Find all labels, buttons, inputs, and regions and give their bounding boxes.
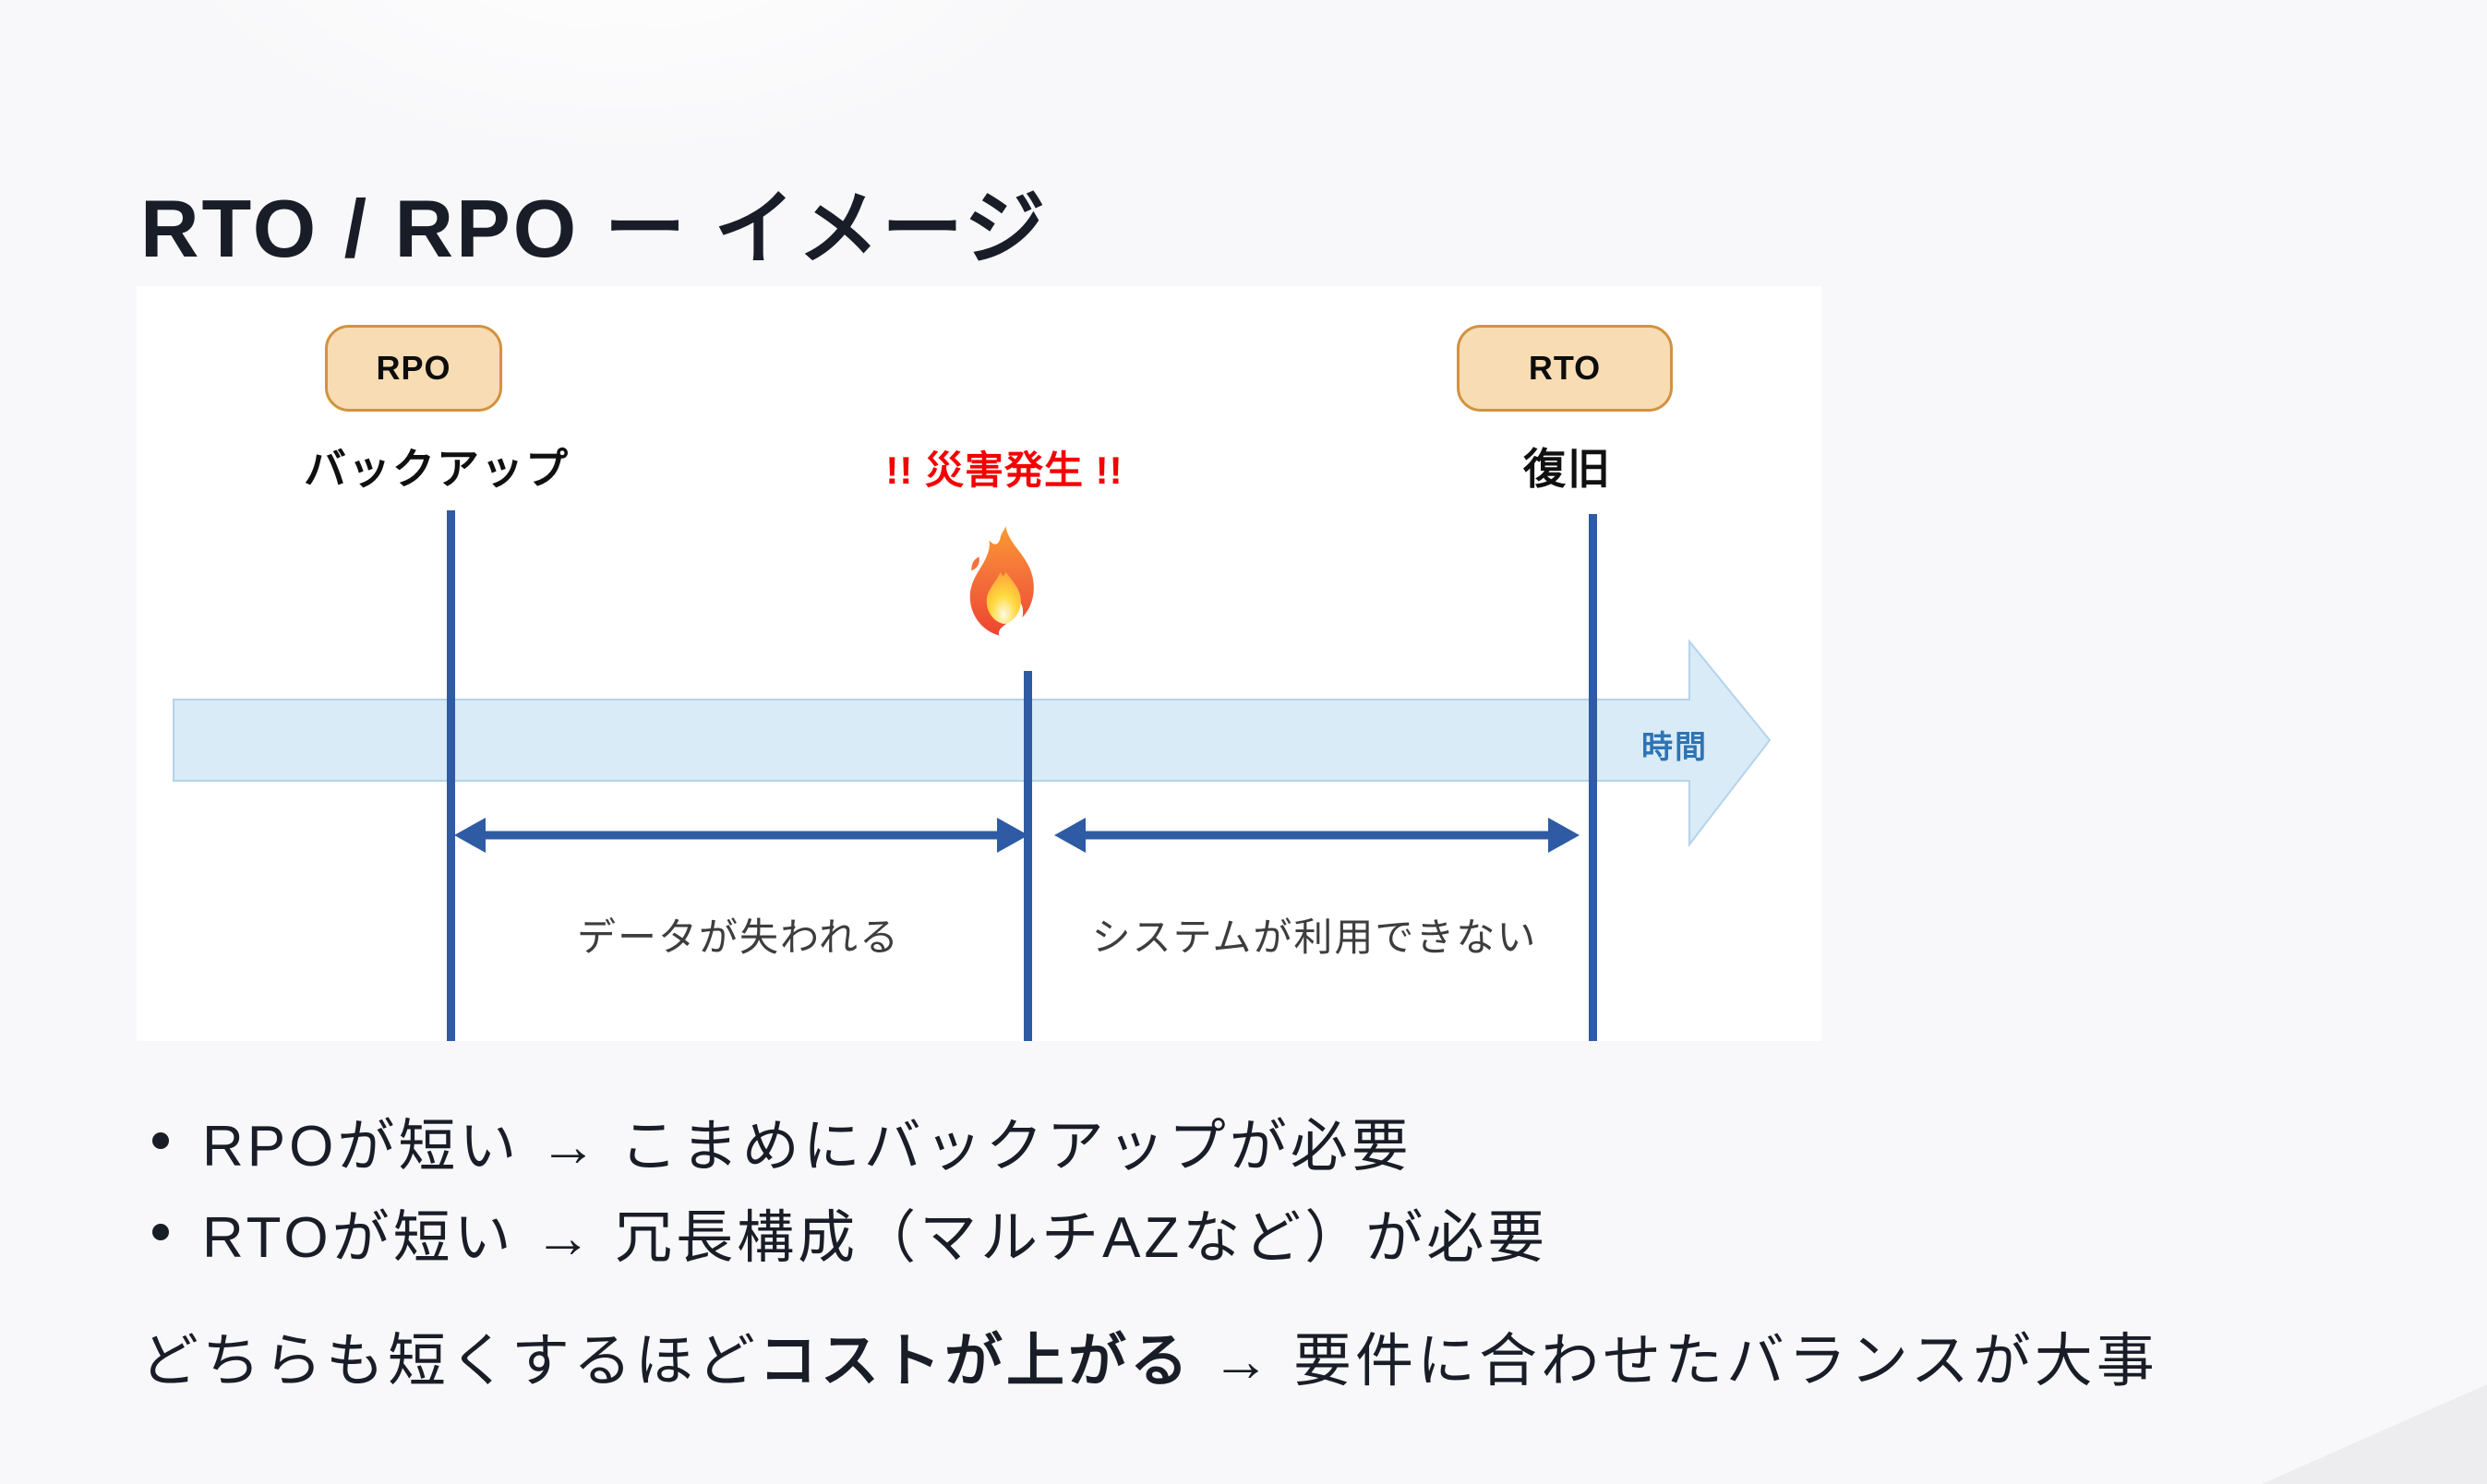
bullet-list: RPOが短い → こまめにバックアップが必要 RTOが短い → 冗長構成（マルチ… bbox=[152, 1095, 1548, 1277]
data-loss-caption: データが失われる bbox=[577, 916, 900, 959]
background-halo-decoration bbox=[138, 0, 1108, 166]
bullet-rpo-text: RPOが短い → こまめにバックアップが必要 bbox=[202, 1114, 1412, 1179]
recovery-label: 復旧 bbox=[1523, 445, 1612, 493]
timeline-arrow bbox=[173, 639, 1772, 847]
backup-label: バックアップ bbox=[304, 445, 570, 493]
rpo-span-arrow bbox=[454, 818, 1028, 853]
list-item: RTOが短い → 冗長構成（マルチAZなど）が必要 bbox=[152, 1186, 1548, 1277]
timeline-graphics bbox=[173, 510, 1772, 1041]
bullet-dot-icon bbox=[152, 1223, 169, 1240]
time-axis-label: 時間 bbox=[1641, 730, 1708, 765]
rto-badge-label: RTO bbox=[1528, 349, 1602, 387]
conclusion-text: どちらも短くするほどコストが上がる → 要件に合わせたバランスが大事 bbox=[140, 1314, 2158, 1398]
rto-rpo-diagram: RPO RTO バックアップ !! 災害発生 !! 復旧 時間 データが失われる… bbox=[137, 286, 1821, 1041]
page-title: RTO / RPO ー イメージ bbox=[140, 182, 1049, 274]
corner-wedge-decoration bbox=[2262, 1384, 2487, 1484]
conclusion-prefix: どちらも短くするほど bbox=[140, 1329, 759, 1394]
system-unavailable-caption: システムが利用できない bbox=[1091, 916, 1538, 959]
rpo-badge: RPO bbox=[325, 325, 502, 412]
rto-badge: RTO bbox=[1457, 325, 1673, 412]
list-item: RPOが短い → こまめにバックアップが必要 bbox=[152, 1095, 1548, 1186]
fire-icon bbox=[969, 526, 1034, 636]
conclusion-bold: コストが上がる bbox=[759, 1329, 1192, 1394]
bullet-dot-icon bbox=[152, 1131, 169, 1149]
disaster-label: !! 災害発生 !! bbox=[885, 449, 1123, 492]
rto-span-arrow bbox=[1054, 818, 1580, 853]
conclusion-suffix: → 要件に合わせたバランスが大事 bbox=[1192, 1329, 2158, 1394]
rpo-badge-label: RPO bbox=[376, 349, 451, 387]
bullet-rto-text: RTOが短い → 冗長構成（マルチAZなど）が必要 bbox=[202, 1205, 1549, 1270]
